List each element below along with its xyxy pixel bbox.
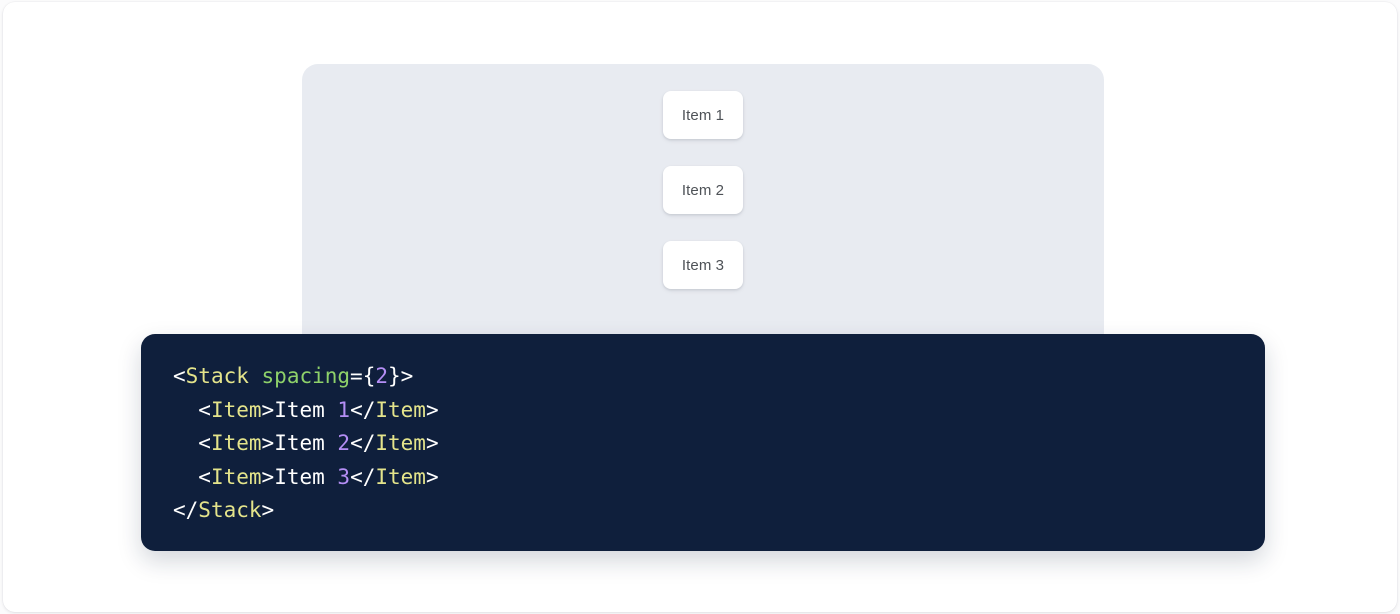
page-surface: Item 1Item 2Item 3 <Stack spacing={2}> <…: [3, 2, 1397, 612]
code-token-punct: [249, 364, 262, 388]
code-token-punct: >: [262, 465, 275, 489]
code-line: </Stack>: [173, 498, 274, 522]
code-token-punct: </: [350, 465, 375, 489]
stack-item[interactable]: Item 1: [663, 91, 743, 139]
code-line: <Stack spacing={2}>: [173, 364, 413, 388]
code-line: <Item>Item 1</Item>: [173, 398, 439, 422]
component-preview-panel: Item 1 Item 2 Item 3: [302, 64, 1104, 364]
code-snippet-text: <Stack spacing={2}> <Item>Item 1</Item> …: [173, 360, 1265, 528]
stack-item[interactable]: Item 3: [663, 241, 743, 289]
code-token-punct: </: [350, 398, 375, 422]
code-token-text: Item: [274, 398, 337, 422]
code-token-attr: spacing: [262, 364, 351, 388]
stack-item-label: Item 1: [682, 107, 724, 124]
code-token-tag: Item: [211, 465, 262, 489]
code-token-punct: >: [426, 431, 439, 455]
code-line: <Item>Item 2</Item>: [173, 431, 439, 455]
code-token-tag: Stack: [198, 498, 261, 522]
code-token-tag: Stack: [186, 364, 249, 388]
code-token-punct: >: [262, 398, 275, 422]
code-line: <Item>Item 3</Item>: [173, 465, 439, 489]
code-token-punct: >: [426, 465, 439, 489]
code-token-num: 3: [337, 465, 350, 489]
code-token-punct: <: [198, 431, 211, 455]
code-token-punct: </: [350, 431, 375, 455]
code-token-punct: ={: [350, 364, 375, 388]
code-token-punct: <: [198, 465, 211, 489]
code-token-num: 2: [337, 431, 350, 455]
code-token-tag: Item: [375, 398, 426, 422]
code-token-tag: Item: [211, 398, 262, 422]
stack-item-label: Item 2: [682, 182, 724, 199]
stack-container: Item 1 Item 2 Item 3: [302, 91, 1104, 289]
code-token-punct: }>: [388, 364, 413, 388]
code-token-punct: >: [262, 498, 275, 522]
code-token-punct: >: [426, 398, 439, 422]
code-token-text: Item: [274, 431, 337, 455]
code-token-tag: Item: [375, 431, 426, 455]
stack-item[interactable]: Item 2: [663, 166, 743, 214]
code-token-tag: Item: [375, 465, 426, 489]
code-token-num: 1: [337, 398, 350, 422]
code-token-punct: <: [198, 398, 211, 422]
stack-item-label: Item 3: [682, 257, 724, 274]
code-token-punct: </: [173, 498, 198, 522]
code-token-punct: <: [173, 364, 186, 388]
code-token-num: 2: [375, 364, 388, 388]
code-token-punct: >: [262, 431, 275, 455]
code-token-tag: Item: [211, 431, 262, 455]
code-token-text: Item: [274, 465, 337, 489]
code-snippet-block[interactable]: <Stack spacing={2}> <Item>Item 1</Item> …: [141, 334, 1265, 551]
